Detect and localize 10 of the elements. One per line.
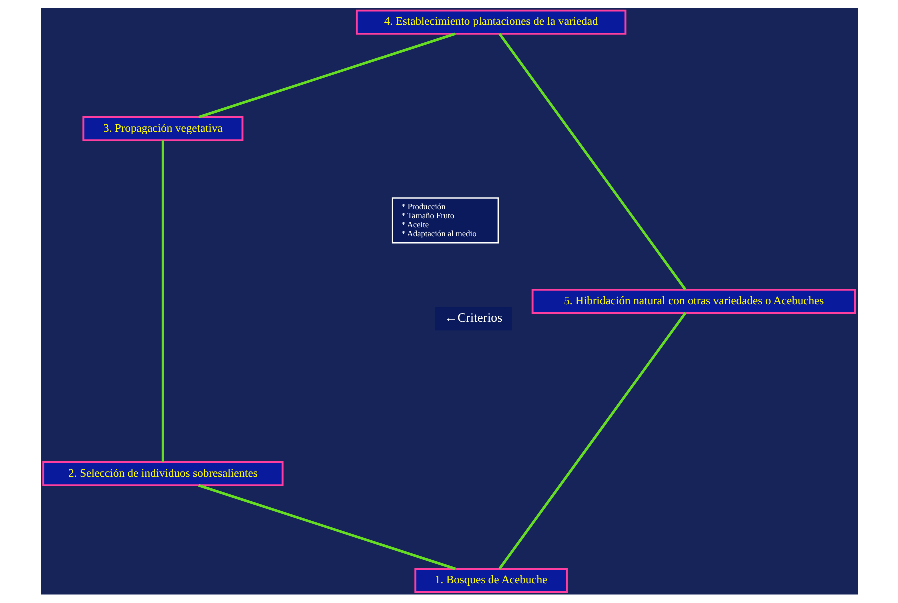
- node-box: 5. Hibridación natural con otras variedades o Acebuches: [531, 288, 856, 314]
- node-box: 3. Propagación vegetativa: [82, 116, 244, 142]
- node-box: 4. Establecimiento plantaciones de la variedad: [355, 10, 626, 35]
- connector: [498, 33, 686, 291]
- connector: [498, 312, 686, 570]
- connector: [161, 140, 164, 462]
- connector: [198, 484, 456, 570]
- connector: [198, 32, 456, 119]
- node-box: 1. Bosques de Acebuche: [414, 568, 568, 594]
- node-box: 2. Selección de individuos sobresalientes: [42, 462, 284, 487]
